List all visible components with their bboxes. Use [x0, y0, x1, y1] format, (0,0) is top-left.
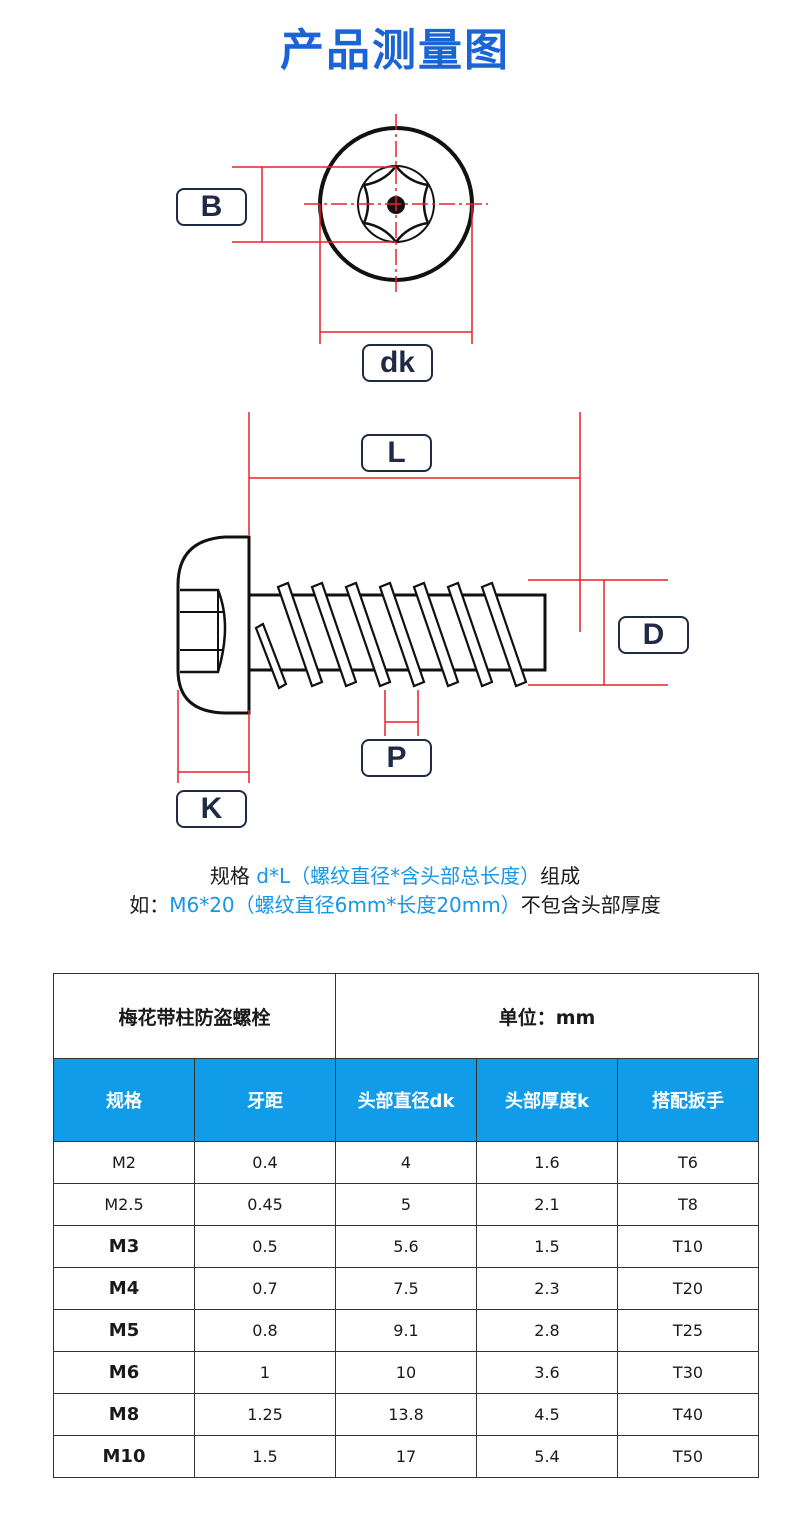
table-cell: 5: [335, 1183, 477, 1226]
spec-line-1-suffix: 组成: [540, 864, 581, 888]
table-cell: T10: [617, 1225, 759, 1268]
table-cell: 3.6: [476, 1351, 618, 1394]
table-cell: M6: [53, 1351, 195, 1394]
page-title: 产品测量图: [280, 25, 510, 76]
header-head-thickness: 头部厚度k: [476, 1058, 618, 1142]
thread-flight: [310, 581, 358, 688]
spec-line-1: 规格 d*L（螺纹直径*含头部总长度）组成: [0, 860, 790, 889]
thread-flight: [344, 581, 392, 688]
table-cell: M5: [53, 1309, 195, 1352]
table-cell: M4: [53, 1267, 195, 1310]
table-cell: M2.5: [53, 1183, 195, 1226]
table-cell: T30: [617, 1351, 759, 1394]
label-l: L: [361, 434, 432, 472]
table-cell: 2.3: [476, 1267, 618, 1310]
label-b: B: [176, 188, 247, 226]
thread-flight: [276, 581, 324, 688]
spec-line-1-prefix: 规格: [209, 864, 257, 888]
table-cell: 0.45: [194, 1183, 336, 1226]
spec-line-2-suffix: 不包含头部厚度: [520, 893, 661, 917]
label-k: K: [176, 790, 247, 828]
table-cell: T40: [617, 1393, 759, 1436]
table-cell: 0.5: [194, 1225, 336, 1268]
table-cell: 0.8: [194, 1309, 336, 1352]
thread-flight: [480, 581, 528, 688]
unit-label: 单位：mm: [335, 973, 759, 1059]
measurement-diagram: [176, 114, 668, 783]
table-cell: 1: [194, 1351, 336, 1394]
table-cell: M8: [53, 1393, 195, 1436]
table-cell: 4.5: [476, 1393, 618, 1436]
table-cell: 1.25: [194, 1393, 336, 1436]
thread-flight: [254, 622, 288, 690]
spec-line-2: 如：M6*20（螺纹直径6mm*长度20mm）不包含头部厚度: [0, 889, 790, 918]
table-cell: T6: [617, 1141, 759, 1184]
table-cell: 1.5: [194, 1435, 336, 1478]
table-cell: 5.6: [335, 1225, 477, 1268]
table-cell: M3: [53, 1225, 195, 1268]
screw-side-view: [176, 412, 668, 783]
table-cell: T20: [617, 1267, 759, 1310]
header-head-diameter: 头部直径dk: [335, 1058, 477, 1142]
header-spec: 规格: [53, 1058, 195, 1142]
table-cell: M10: [53, 1435, 195, 1478]
table-cell: T8: [617, 1183, 759, 1226]
table-cell: 10: [335, 1351, 477, 1394]
table-cell: 5.4: [476, 1435, 618, 1478]
thread-flight: [378, 581, 426, 688]
label-p: P: [361, 739, 432, 777]
table-cell: 7.5: [335, 1267, 477, 1310]
table-cell: T50: [617, 1435, 759, 1478]
table-cell: 2.1: [476, 1183, 618, 1226]
thread-flight: [412, 581, 460, 688]
table-title-row: 梅花带柱防盗螺栓 单位：mm: [53, 973, 759, 1059]
header-wrench: 搭配扳手: [617, 1058, 759, 1142]
spec-line-1-highlight: d*L（螺纹直径*含头部总长度）: [256, 864, 541, 888]
table-cell: 0.4: [194, 1141, 336, 1184]
spec-line-2-prefix: 如：: [129, 893, 170, 917]
header-pitch: 牙距: [194, 1058, 336, 1142]
spec-line-2-highlight: M6*20（螺纹直径6mm*长度20mm）: [169, 893, 521, 917]
table-cell: 4: [335, 1141, 477, 1184]
table-cell: M2: [53, 1141, 195, 1184]
label-d: D: [618, 616, 689, 654]
thread-flight: [446, 581, 494, 688]
label-dk: dk: [362, 344, 433, 382]
table-cell: 1.6: [476, 1141, 618, 1184]
table-cell: 2.8: [476, 1309, 618, 1352]
table-cell: 0.7: [194, 1267, 336, 1310]
table-cell: 1.5: [476, 1225, 618, 1268]
table-cell: T25: [617, 1309, 759, 1352]
table-cell: 9.1: [335, 1309, 477, 1352]
table-cell: 17: [335, 1435, 477, 1478]
table-header-row: 规格 牙距 头部直径dk 头部厚度k 搭配扳手: [53, 1058, 759, 1142]
table-cell: 13.8: [335, 1393, 477, 1436]
screw-head-top-view: [232, 114, 488, 344]
spec-table: 梅花带柱防盗螺栓 单位：mm 规格 牙距 头部直径dk 头部厚度k 搭配扳手 M…: [53, 973, 759, 1478]
product-name: 梅花带柱防盗螺栓: [53, 973, 336, 1059]
